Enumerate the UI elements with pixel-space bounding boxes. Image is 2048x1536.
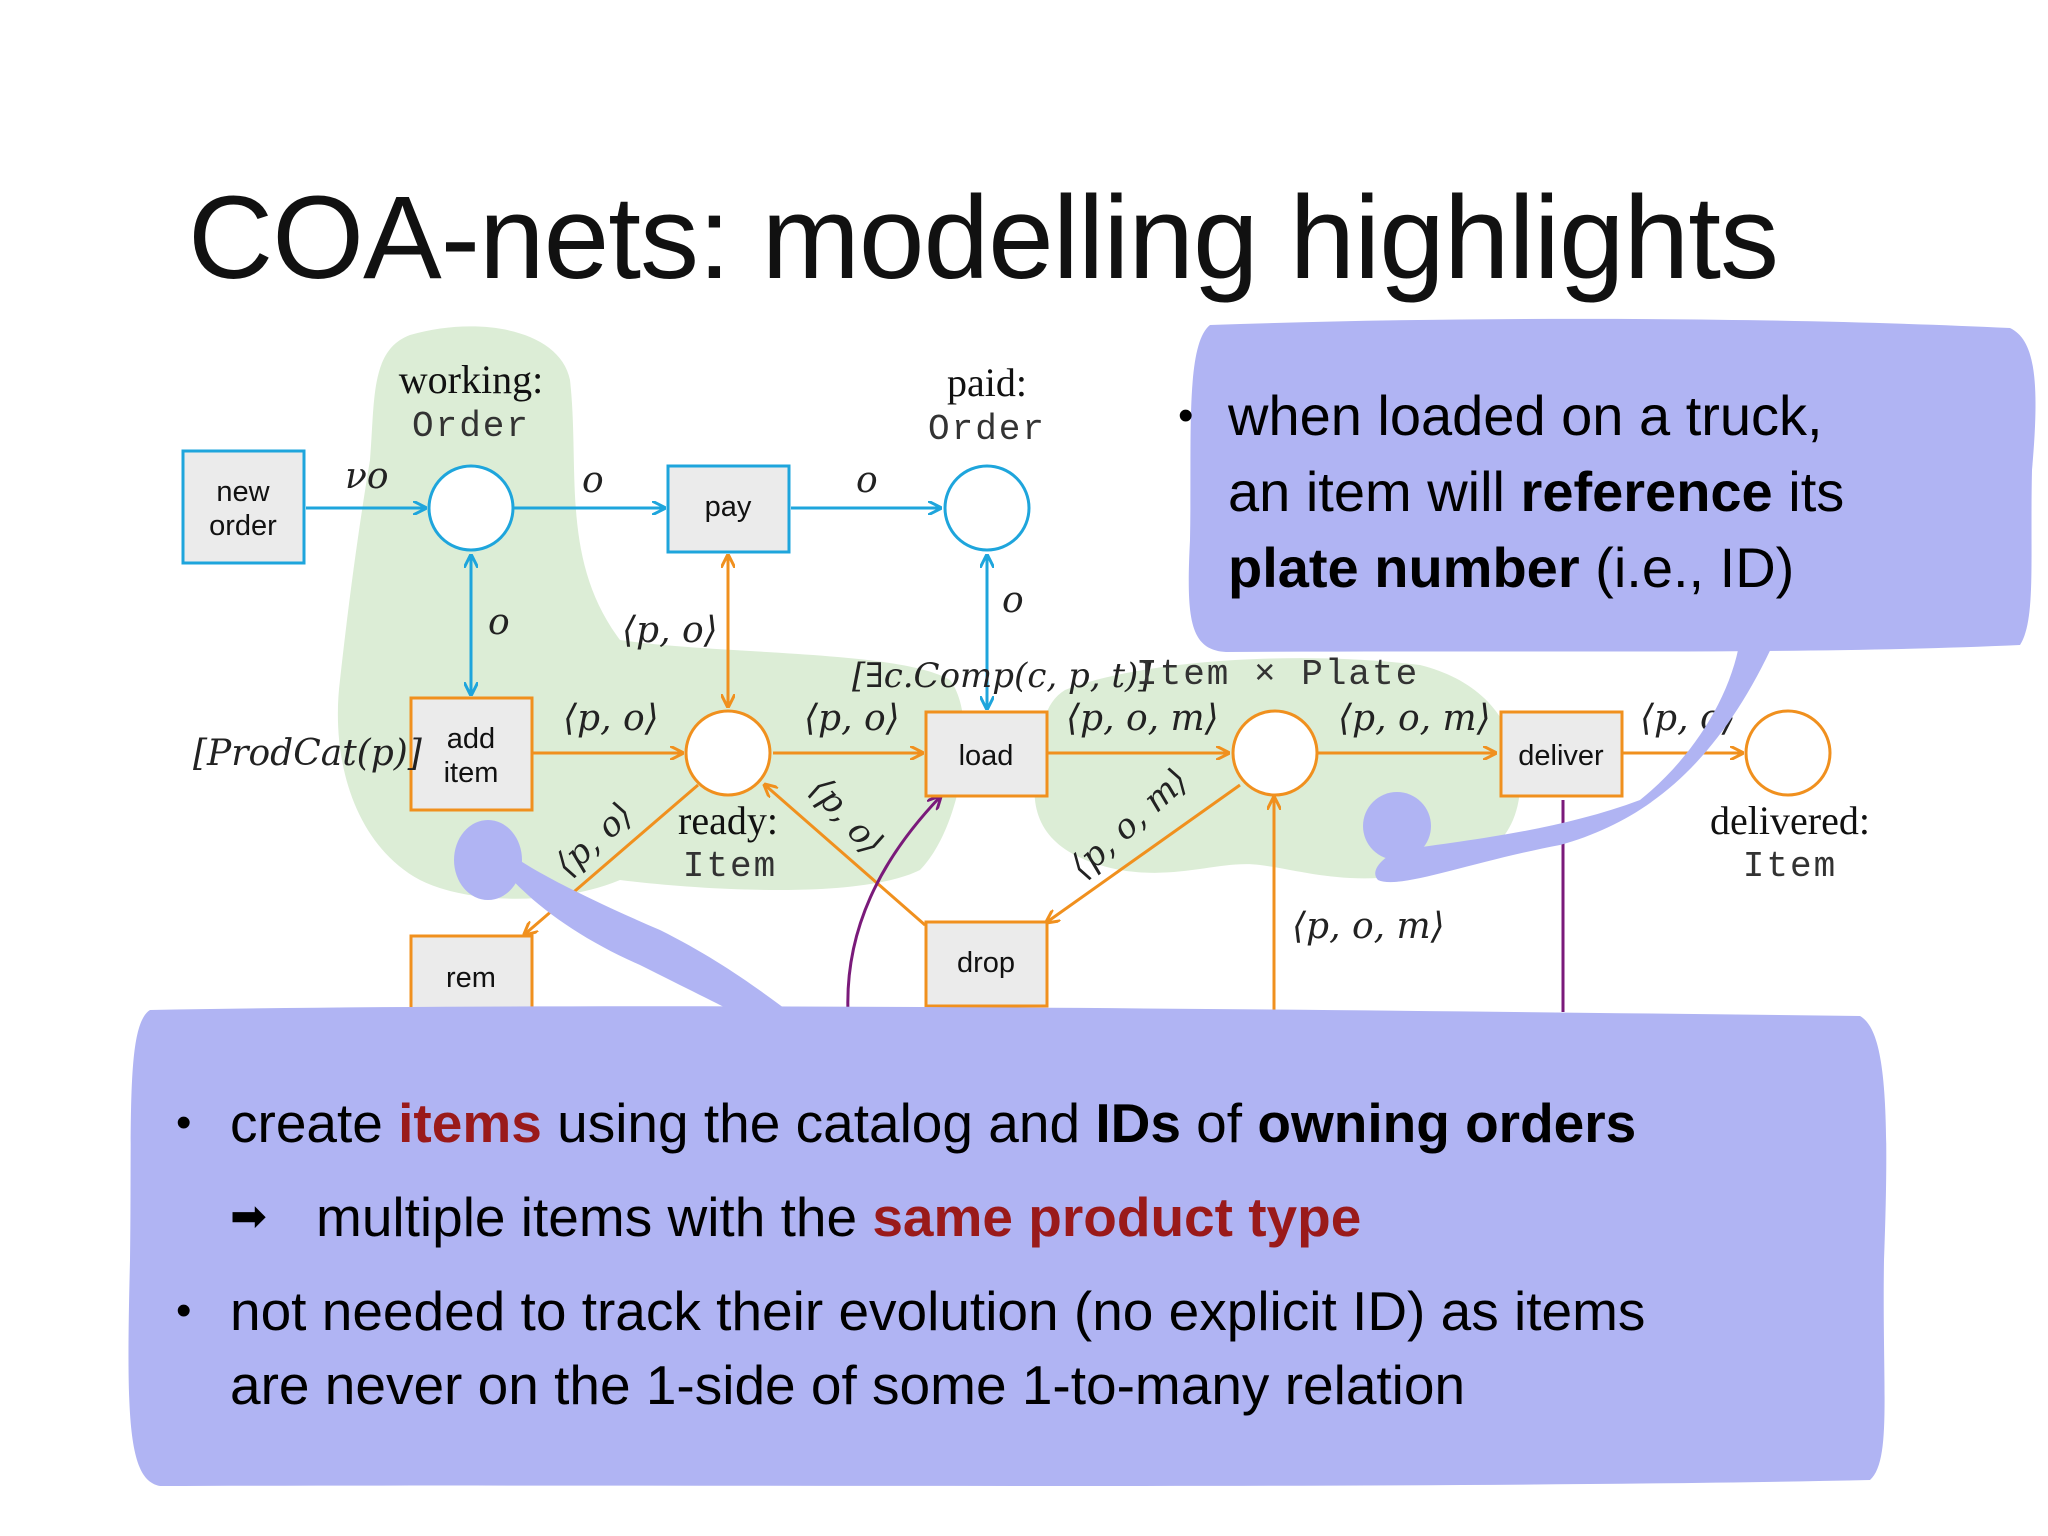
place-paid-name: paid:: [947, 360, 1027, 405]
transition-drop-label: drop: [957, 947, 1015, 979]
transition-new-order-label-1: new: [216, 476, 270, 508]
place-delivered: [1744, 709, 1832, 797]
place-ready-type: Item: [683, 846, 777, 887]
arc-label-o-pay-paid: o: [856, 460, 878, 501]
arc-label-pom-load-mid: ⟨p, o, m⟩: [1066, 698, 1219, 739]
arc-label-pom-bottom: ⟨p, o, m⟩: [1292, 906, 1445, 947]
emphasis-same-product-type: same product type: [872, 1186, 1362, 1248]
text-run: not needed to track their evolution (no …: [230, 1280, 1646, 1342]
text-run: using the catalog and: [541, 1092, 1096, 1154]
transition-new-order-label-2: order: [209, 510, 277, 542]
text-run: (i.e., ID): [1579, 536, 1795, 599]
transition-pay-label: pay: [705, 491, 752, 523]
place-working-type: Order: [412, 406, 530, 447]
transition-add-item-label-1: add: [447, 723, 495, 755]
arc-label-o-working-pay: o: [582, 460, 604, 501]
transition-pay: [666, 464, 791, 554]
transition-rem-label: rem: [446, 962, 496, 994]
callout-top-line-1: when loaded on a truck,: [1228, 384, 1823, 447]
emphasis-items: items: [398, 1092, 542, 1154]
callout-bottom-bullet-1: • create items using the catalog and IDs…: [176, 1086, 1870, 1160]
arc-label-po-pay: ⟨p, o⟩: [622, 610, 718, 651]
callout-bottom-pointer: [478, 830, 800, 1020]
arc-label-pom-mid-deliver: ⟨p, o, m⟩: [1338, 698, 1491, 739]
emphasis-ids: IDs: [1095, 1092, 1181, 1154]
guard-add-item: [ProdCat(p)]: [193, 733, 423, 774]
arc-label-po-ready-load: ⟨p, o⟩: [804, 698, 900, 739]
transition-new-order: [181, 449, 306, 565]
callout-top-pointer: [1375, 640, 1775, 883]
transition-load-label: load: [959, 740, 1014, 772]
bullet-dot: •: [176, 1286, 192, 1335]
callout-bottom: [128, 1006, 1887, 1486]
text-run: multiple items with the: [316, 1186, 873, 1248]
text-run: create: [230, 1092, 399, 1154]
emphasis-reference: reference: [1520, 460, 1773, 523]
place-working-name: working:: [399, 357, 543, 402]
guard-load: [∃c.Comp(c, p, t)]: [852, 656, 1152, 696]
place-loaded: [1231, 709, 1319, 797]
guard-load-type: Item × Plate: [1136, 654, 1419, 695]
place-ready-name: ready:: [678, 798, 778, 843]
arc-label-o-paid-load: o: [1002, 580, 1024, 621]
callout-bottom-bullet-2: • not needed to track their evolution (n…: [176, 1274, 1870, 1348]
callout-top-line-2: an item will reference its: [1228, 454, 1988, 530]
place-ready: [684, 709, 772, 797]
place-delivered-type: Item: [1743, 846, 1837, 887]
transition-drop: [924, 920, 1049, 1008]
bullet-dot: •: [1178, 391, 1194, 440]
place-delivered-name: delivered:: [1710, 798, 1870, 843]
arrow-icon: ➡: [230, 1192, 267, 1241]
transition-load: [924, 710, 1049, 798]
callout-bottom-bullet-2-cont: are never on the 1-side of some 1-to-man…: [230, 1354, 1466, 1416]
bullet-dot: •: [176, 1098, 192, 1147]
text-run: its: [1772, 460, 1845, 523]
arc-label-o-working-add: o: [488, 602, 510, 643]
place-paid-type: Order: [928, 409, 1046, 450]
text-run: of: [1180, 1092, 1258, 1154]
callout-bottom-subpoint: ➡ multiple items with the same product t…: [230, 1180, 1870, 1254]
callout-top: [1188, 318, 2036, 652]
slide-title: COA-nets: modelling highlights: [188, 172, 1779, 304]
transition-add-item-label-2: item: [444, 757, 499, 789]
transition-add-item: [409, 696, 534, 812]
callout-top-line-3: plate number (i.e., ID): [1228, 530, 1988, 606]
transition-deliver-label: deliver: [1518, 740, 1604, 772]
callout-top-text: • when loaded on a truck, an item will r…: [1178, 378, 1988, 606]
emphasis-owning-orders: owning orders: [1257, 1092, 1637, 1154]
text-run: an item will: [1228, 460, 1521, 523]
transition-rem: [409, 934, 534, 1022]
arc-label-po-add-ready: ⟨p, o⟩: [563, 698, 659, 739]
place-working: [427, 464, 515, 552]
callout-bottom-text: • create items using the catalog and IDs…: [176, 1086, 1870, 1422]
transition-deliver: [1499, 710, 1624, 798]
arc-label-nu-o: νo: [345, 456, 389, 497]
emphasis-plate-number: plate number: [1228, 536, 1580, 599]
place-paid: [943, 464, 1031, 552]
